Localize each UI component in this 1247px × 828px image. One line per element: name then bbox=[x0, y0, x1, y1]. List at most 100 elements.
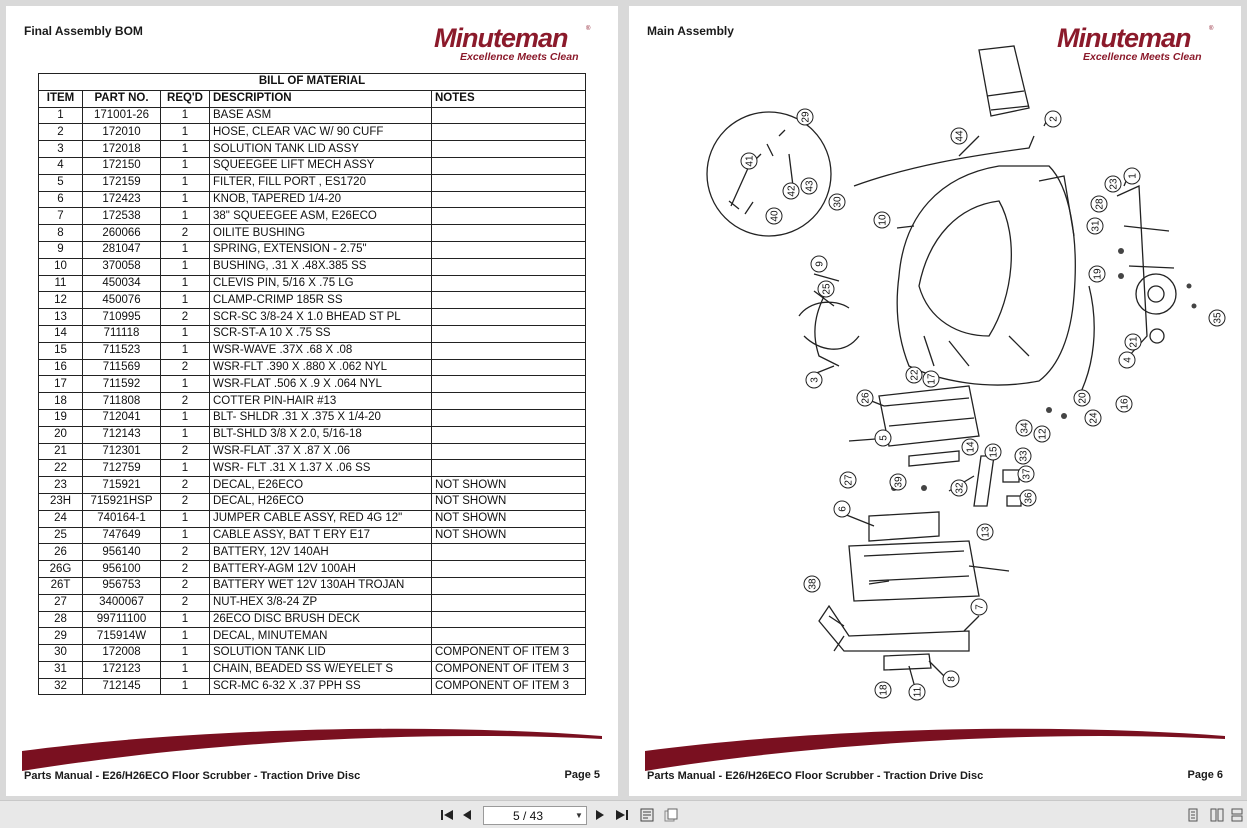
callout-label: 1 bbox=[1128, 173, 1139, 179]
cell-notes bbox=[431, 140, 586, 158]
cell-notes bbox=[431, 341, 586, 360]
cell-reqd: 1 bbox=[160, 123, 210, 142]
cell-notes bbox=[431, 257, 586, 276]
callout-label: 10 bbox=[878, 214, 889, 226]
callout-bubble: 7 bbox=[970, 598, 988, 616]
footer-swoosh bbox=[22, 728, 602, 771]
previous-page-icon[interactable] bbox=[458, 806, 476, 824]
callout-bubble: 31 bbox=[1086, 217, 1104, 235]
cell-item: 21 bbox=[38, 442, 83, 461]
callout-bubble: 27 bbox=[839, 471, 857, 489]
chevron-down-icon[interactable]: ▼ bbox=[575, 811, 583, 820]
cell-notes bbox=[431, 207, 586, 226]
continuous-view-icon[interactable] bbox=[1228, 806, 1246, 824]
cell-notes bbox=[431, 627, 586, 646]
cell-part-no: 712143 bbox=[82, 425, 161, 444]
cell-part-no: 172159 bbox=[82, 173, 161, 192]
next-page-icon[interactable] bbox=[591, 806, 609, 824]
cell-item: 4 bbox=[38, 156, 83, 175]
cell-description: SOLUTION TANK LID ASSY bbox=[209, 140, 432, 158]
footer-title: Parts Manual - E26/H26ECO Floor Scrubber… bbox=[647, 770, 984, 782]
cell-item: 3 bbox=[38, 140, 83, 158]
cell-part-no: 956100 bbox=[82, 560, 161, 578]
callout-bubble: 43 bbox=[800, 177, 818, 195]
page-number: Page 6 bbox=[1187, 769, 1223, 781]
cell-item: 17 bbox=[38, 375, 83, 394]
cell-description: BATTERY-AGM 12V 100AH bbox=[209, 560, 432, 578]
cell-notes bbox=[431, 375, 586, 394]
cell-item: 10 bbox=[38, 257, 83, 276]
cell-notes: NOT SHOWN bbox=[431, 492, 586, 511]
cell-notes bbox=[431, 106, 586, 125]
header-item: ITEM bbox=[38, 89, 83, 108]
cell-reqd: 1 bbox=[160, 627, 210, 646]
cell-reqd: 1 bbox=[160, 207, 210, 226]
callout-bubble: 34 bbox=[1015, 419, 1033, 437]
callout-label: 39 bbox=[894, 476, 905, 488]
svg-text:Excellence Meets Clean: Excellence Meets Clean bbox=[460, 51, 578, 63]
header-description: DESCRIPTION bbox=[209, 89, 432, 108]
callout-label: 9 bbox=[815, 261, 826, 267]
cell-item: 26T bbox=[38, 576, 83, 595]
callout-label: 17 bbox=[927, 373, 938, 385]
actual-size-icon[interactable] bbox=[662, 806, 680, 824]
callout-bubble: 1 bbox=[1123, 167, 1141, 185]
callout-bubble: 30 bbox=[828, 193, 846, 211]
page-number-select[interactable]: 5 / 43 ▼ bbox=[483, 806, 587, 825]
cell-notes: COMPONENT OF ITEM 3 bbox=[431, 660, 586, 679]
header-part-no: PART NO. bbox=[82, 89, 161, 108]
cell-part-no: 715914W bbox=[82, 627, 161, 646]
cell-item: 7 bbox=[38, 207, 83, 226]
callout-bubble: 20 bbox=[1073, 389, 1091, 407]
callout-label: 30 bbox=[833, 196, 844, 208]
callout-label: 31 bbox=[1091, 220, 1102, 232]
callout-label: 42 bbox=[787, 185, 798, 197]
callout-label: 38 bbox=[808, 578, 819, 590]
cell-notes bbox=[431, 224, 586, 242]
cell-part-no: 956753 bbox=[82, 576, 161, 595]
cell-reqd: 2 bbox=[160, 442, 210, 461]
two-page-view-icon[interactable] bbox=[1208, 806, 1226, 824]
cell-part-no: 172423 bbox=[82, 190, 161, 209]
cell-description: FILTER, FILL PORT , ES1720 bbox=[209, 173, 432, 192]
cell-item: 16 bbox=[38, 358, 83, 377]
cell-notes: NOT SHOWN bbox=[431, 476, 586, 494]
cell-part-no: 712759 bbox=[82, 459, 161, 478]
first-page-icon[interactable] bbox=[438, 806, 456, 824]
cell-reqd: 1 bbox=[160, 375, 210, 394]
cell-item: 23 bbox=[38, 476, 83, 494]
cell-description: 26ECO DISC BRUSH DECK bbox=[209, 610, 432, 629]
last-page-icon[interactable] bbox=[613, 806, 631, 824]
cell-item: 5 bbox=[38, 173, 83, 192]
footer-title: Parts Manual - E26/H26ECO Floor Scrubber… bbox=[24, 770, 361, 782]
single-page-view-icon[interactable] bbox=[1184, 806, 1202, 824]
cell-notes bbox=[431, 392, 586, 410]
callout-label: 11 bbox=[913, 686, 924, 697]
callout-label: 15 bbox=[989, 446, 1000, 458]
callout-label: 18 bbox=[879, 684, 890, 696]
callout-bubble: 44 bbox=[950, 127, 968, 145]
callout-bubble: 29 bbox=[796, 108, 814, 126]
callout-bubble: 4 bbox=[1118, 351, 1136, 369]
callout-label: 14 bbox=[966, 441, 977, 453]
fit-page-icon[interactable] bbox=[638, 806, 656, 824]
cell-part-no: 747649 bbox=[82, 526, 161, 545]
cell-item: 9 bbox=[38, 240, 83, 259]
callout-bubble: 37 bbox=[1017, 465, 1035, 483]
cell-notes bbox=[431, 291, 586, 310]
callout-label: 12 bbox=[1038, 428, 1049, 440]
callout-bubble: 2 bbox=[1044, 110, 1062, 128]
bill-of-material-table: BILL OF MATERIAL ITEM PART NO. REQ'D DES… bbox=[38, 73, 586, 696]
callout-bubble: 23 bbox=[1104, 175, 1122, 193]
cell-part-no: 172018 bbox=[82, 140, 161, 158]
svg-text:®: ® bbox=[586, 25, 591, 32]
callout-bubble: 33 bbox=[1014, 447, 1032, 465]
callout-label: 7 bbox=[975, 604, 986, 610]
cell-item: 26G bbox=[38, 560, 83, 578]
callout-bubble: 41 bbox=[740, 152, 758, 170]
callout-bubble: 14 bbox=[961, 438, 979, 456]
cell-description: BLT-SHLD 3/8 X 2.0, 5/16-18 bbox=[209, 425, 432, 444]
